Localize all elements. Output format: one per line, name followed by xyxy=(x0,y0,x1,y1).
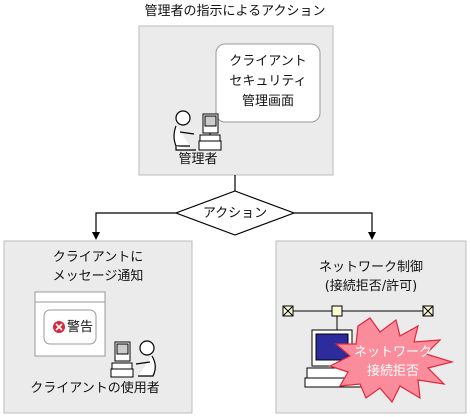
branch-right-arrow xyxy=(294,212,376,240)
admin-screen-line-2: セキュリティ xyxy=(229,74,307,89)
admin-screen-line-1: クライアント xyxy=(229,54,307,69)
decision-label: アクション xyxy=(202,206,268,221)
client-person-label: クライアントの使用者 xyxy=(30,381,160,396)
right-box-title-line-2: (接続拒否/許可) xyxy=(324,279,418,294)
admin-screen-panel xyxy=(215,43,321,123)
network-node-left xyxy=(282,305,294,317)
admin-person-label: 管理者 xyxy=(178,152,218,167)
client-computer-icon xyxy=(110,341,134,378)
right-box-title: ネットワーク制御 (接続拒否/許可) xyxy=(319,258,423,296)
warning-icon xyxy=(53,321,65,333)
deny-burst xyxy=(328,317,455,404)
branch-left-arrow xyxy=(92,212,176,240)
deny-burst-line-2: 接続拒否 xyxy=(366,364,420,379)
client-person-icon xyxy=(135,340,156,377)
message-window xyxy=(34,291,106,357)
left-box-title-line-2: メッセージ通知 xyxy=(52,269,144,284)
network-node-center xyxy=(331,305,343,317)
deny-burst-label: ネットワーク 接続拒否 xyxy=(354,343,432,381)
admin-person-icon xyxy=(173,110,196,151)
admin-screen-line-3: 管理画面 xyxy=(241,94,295,109)
warning-label: 警告 xyxy=(67,320,94,335)
network-node-right xyxy=(422,305,434,317)
deny-burst-line-1: ネットワーク xyxy=(353,345,433,360)
admin-screen-label: クライアント セキュリティ 管理画面 xyxy=(229,52,306,112)
left-box-title-line-1: クライアントに xyxy=(52,250,144,265)
diagram-title: 管理者の指示によるアクション xyxy=(144,4,326,19)
left-box-title: クライアントに メッセージ通知 xyxy=(53,248,144,286)
right-box-title-line-1: ネットワーク制御 xyxy=(318,260,424,275)
decision-diamond xyxy=(174,190,296,236)
admin-computer-icon xyxy=(198,113,222,151)
